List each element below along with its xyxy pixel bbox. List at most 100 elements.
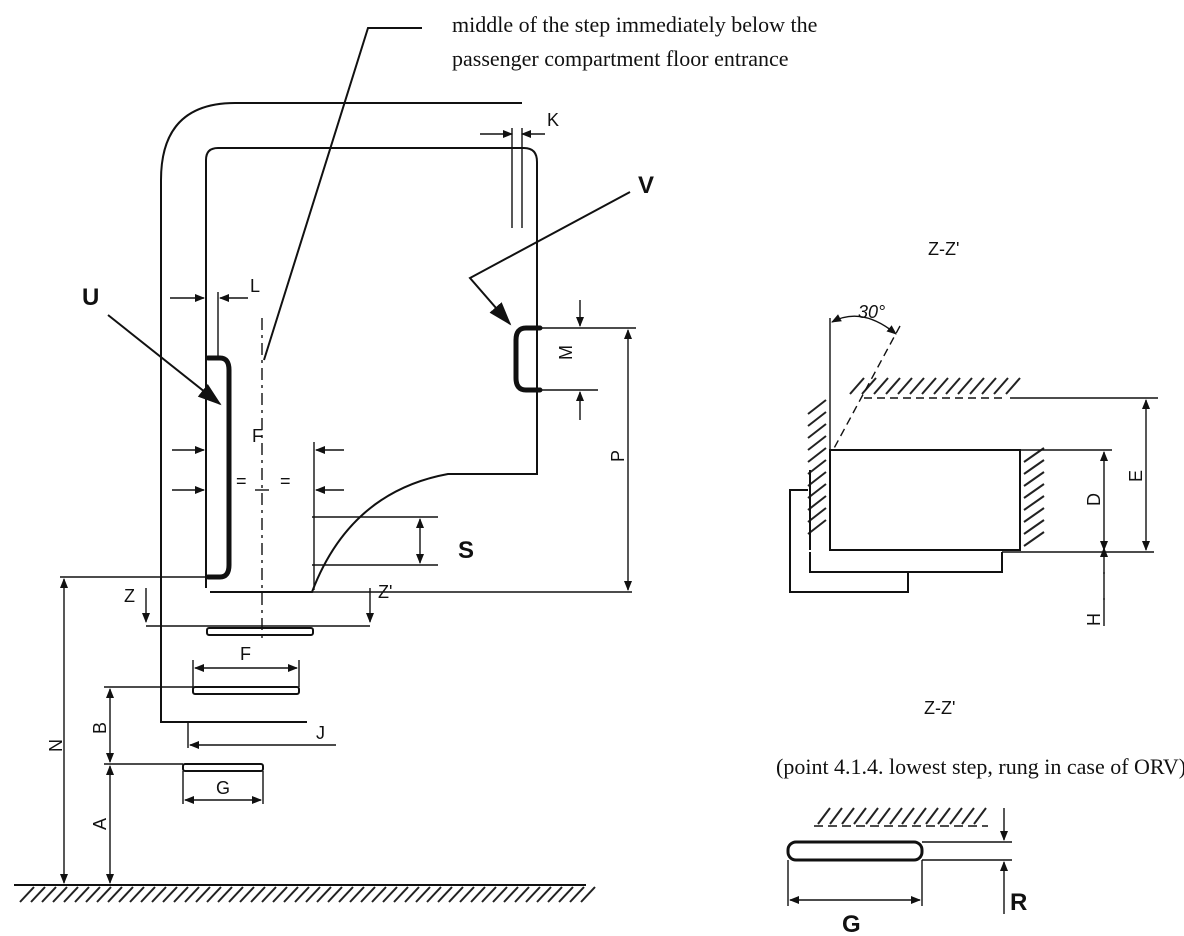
hatch-stroke: [961, 807, 975, 825]
hatch-stroke: [74, 886, 90, 903]
step-upper: [206, 627, 314, 636]
u-leader-arrow: [107, 314, 222, 406]
ground-hatch: [19, 886, 596, 903]
hatch-stroke: [349, 886, 365, 903]
hatch-stroke: [261, 886, 277, 903]
hatch-stroke: [865, 807, 879, 825]
label-h: H: [1084, 613, 1104, 626]
label-d: D: [1084, 493, 1104, 506]
hatch-stroke: [371, 886, 387, 903]
hatch-stroke: [52, 886, 68, 903]
steps: F J G: [182, 627, 336, 804]
hatch-stroke: [250, 886, 266, 903]
hatch-stroke: [382, 886, 398, 903]
hatch-stroke: [492, 886, 508, 903]
hatch-stroke: [909, 377, 925, 395]
hatch-stroke: [85, 886, 101, 903]
label-j: J: [316, 723, 325, 743]
hatch-stroke: [283, 886, 299, 903]
hatch-stroke: [173, 886, 189, 903]
hatch-stroke: [981, 377, 997, 395]
door-opening-contour: [205, 147, 538, 593]
hatch-stroke: [829, 807, 843, 825]
hatch-stroke: [426, 886, 442, 903]
angle-arc: [831, 314, 897, 335]
cab-outline: K: [160, 102, 559, 723]
hatch-stroke: [503, 886, 519, 903]
top-note: middle of the step immediately below the…: [263, 12, 817, 361]
section-view-upper: Z-Z' 30° D E H: [789, 239, 1158, 626]
hatch-stroke: [360, 886, 376, 903]
hatch-stroke: [30, 886, 46, 903]
hatch-stroke: [459, 886, 475, 903]
hatch-stroke: [861, 377, 877, 395]
s-dimension: S: [312, 516, 474, 566]
outer-contour: [160, 102, 522, 723]
hatch-stroke: [937, 807, 951, 825]
hatch-stroke: [195, 886, 211, 903]
hatch-stroke: [580, 886, 596, 903]
hatch-stroke: [1023, 471, 1045, 487]
hatch-stroke: [206, 886, 222, 903]
label-f-lower: F: [240, 644, 251, 664]
hatch-stroke: [873, 377, 889, 395]
hatch-stroke: [239, 886, 255, 903]
hatch-stroke: [536, 886, 552, 903]
handhold-v: V M P: [468, 172, 654, 591]
hatch-stroke: [547, 886, 563, 903]
hatch-stroke: [933, 377, 949, 395]
section-note: (point 4.1.4. lowest step, rung in case …: [776, 754, 1184, 779]
hatch-stroke: [897, 377, 913, 395]
hatch-stroke: [140, 886, 156, 903]
hatch-stroke: [294, 886, 310, 903]
section-lower-profile-2: [809, 552, 908, 573]
hatch-stroke: [162, 886, 178, 903]
hatch-stroke: [316, 886, 332, 903]
label-eq-right: =: [280, 471, 291, 491]
hatch-stroke: [118, 886, 134, 903]
hatch-stroke: [807, 411, 827, 427]
handhold-v-shape: [513, 325, 543, 393]
hatch-stroke: [949, 807, 963, 825]
section-step-block: [829, 449, 1021, 551]
hatch-stroke: [901, 807, 915, 825]
hatch-stroke: [96, 886, 112, 903]
handhold-u: U L: [82, 276, 260, 580]
hatch-stroke: [1005, 377, 1021, 395]
label-n: N: [46, 739, 66, 752]
label-r: R: [1010, 889, 1027, 916]
label-a: A: [90, 818, 110, 830]
hatch-stroke: [525, 886, 541, 903]
label-z: Z: [124, 586, 135, 606]
hatch-stroke: [1023, 483, 1045, 499]
label-g-left: G: [216, 778, 230, 798]
label-k: K: [547, 110, 559, 130]
v-leader-arrow: [468, 191, 631, 326]
hatch-stroke: [228, 886, 244, 903]
angle-slant: [831, 325, 901, 453]
hatch-stroke: [877, 807, 891, 825]
hatch-stroke: [448, 886, 464, 903]
hatch-stroke: [957, 377, 973, 395]
label-g-right: G: [842, 911, 861, 936]
section-lower-profile-1: [789, 489, 1003, 593]
hatch-stroke: [514, 886, 530, 903]
hatch-stroke: [305, 886, 321, 903]
label-s: S: [458, 537, 474, 564]
section-title-lower: Z-Z': [924, 698, 955, 718]
hatch-stroke: [969, 377, 985, 395]
hatch-stroke: [807, 447, 827, 463]
hatch-stroke: [807, 399, 827, 415]
section-cut-z: Z Z': [124, 582, 632, 627]
hatch-stroke: [327, 886, 343, 903]
hatch-stroke: [817, 807, 831, 825]
hatch-stroke: [1023, 519, 1045, 535]
top-note-line2: passenger compartment floor entrance: [452, 46, 789, 71]
step-lowest: [182, 763, 264, 772]
hatch-stroke: [107, 886, 123, 903]
label-b: B: [90, 722, 110, 734]
hatch-stroke: [470, 886, 486, 903]
hatch-stroke: [184, 886, 200, 903]
label-u: U: [82, 284, 99, 311]
